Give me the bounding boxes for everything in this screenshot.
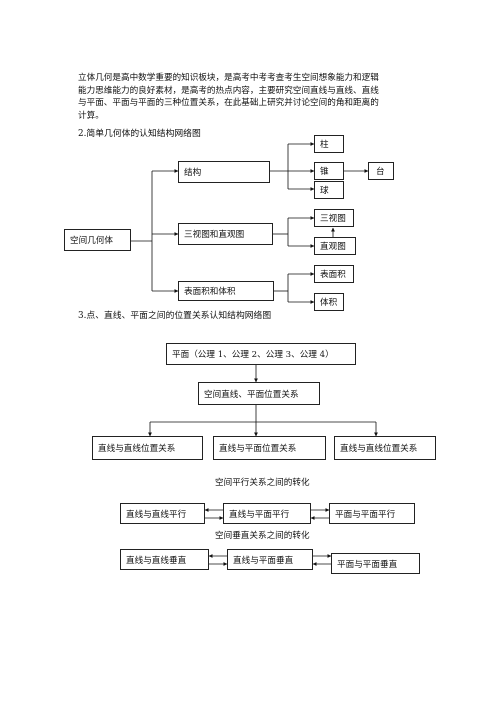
node-three-view: 三视图: [314, 209, 354, 227]
node-line-line-perp: 直线与直线垂直: [120, 549, 209, 570]
node-volume: 体积: [314, 293, 344, 311]
node-cone: 锥: [314, 162, 344, 180]
node-plane-axioms: 平面（公理 1、公理 2、公理 3、公理 4）: [166, 343, 356, 365]
node-surface-volume: 表面积和体积: [178, 281, 274, 301]
node-three-view-direct: 三视图和直观图: [178, 223, 273, 245]
intro-paragraph: 立体几何是高中数学重要的知识板块，是高考中考考查考生空间想象能力和逻辑 能力思维…: [78, 72, 423, 122]
intro-line-2: 能力思维能力的良好素材，是高考的热点内容，主要研究空间直线与直线、直线: [78, 85, 379, 96]
parallel-transform-title: 空间平行关系之间的转化: [215, 478, 310, 488]
node-direct-view: 直观图: [314, 237, 356, 255]
node-surface-area: 表面积: [314, 265, 354, 283]
section-2-title: 2.简单几何体的认知结构网络图: [78, 129, 201, 139]
node-line-plane-relation: 直线与平面位置关系: [213, 436, 326, 460]
node-spatial-solid: 空间几何体: [64, 229, 131, 251]
node-line-plane-perp: 直线与平面垂直: [227, 549, 313, 570]
node-pillar: 柱: [314, 135, 344, 153]
perpendicular-transform-title: 空间垂直关系之间的转化: [215, 531, 310, 541]
intro-line-4: 计算。: [78, 110, 104, 121]
node-sphere: 球: [314, 181, 344, 199]
node-line-line-relation-2: 直线与直线位置关系: [334, 436, 436, 460]
intro-line-3: 与平面、平面与平面的三种位置关系，在此基础上研究并讨论空间的角和距离的: [78, 98, 379, 109]
node-structure: 结构: [178, 161, 270, 183]
node-line-line-parallel: 直线与直线平行: [120, 503, 205, 524]
node-plane-plane-parallel: 平面与平面平行: [329, 503, 415, 524]
node-frustum: 台: [368, 162, 394, 180]
intro-line-1: 立体几何是高中数学重要的知识板块，是高考中考考查考生空间想象能力和逻辑: [78, 73, 379, 83]
node-plane-plane-perp: 平面与平面垂直: [331, 553, 420, 574]
node-line-line-relation: 直线与直线位置关系: [92, 436, 203, 460]
node-line-plane-parallel: 直线与平面平行: [223, 503, 311, 524]
section-3-title: 3.点、直线、平面之间的位置关系认知结构网络图: [78, 311, 272, 321]
node-spatial-relations: 空间直线、平面位置关系: [198, 382, 320, 405]
